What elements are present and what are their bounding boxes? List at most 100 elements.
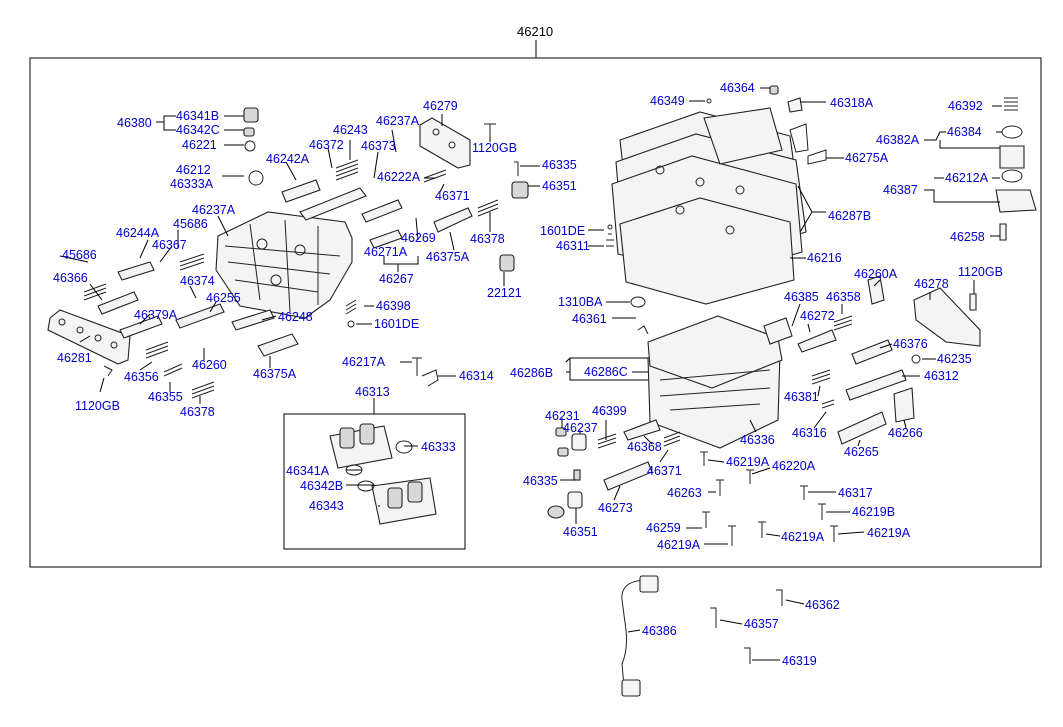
part-label-46382a: 46382A [876,133,920,147]
part-label-46378-left: 46378 [180,405,215,419]
assembly-number-label: 46210 [517,24,553,39]
part-label-46335-bot: 46335 [523,474,558,488]
part-label-1120gb-right: 1120GB [958,265,1003,279]
part-label-46259: 46259 [646,521,681,535]
part-label-46358: 46358 [826,290,861,304]
part-label-46379a: 46379A [134,308,178,322]
part-label-46399: 46399 [592,404,627,418]
part-label-46357: 46357 [744,617,779,631]
leader-lines [59,87,1002,661]
part-label-46378-mid: 46378 [470,232,505,246]
part-label-46313: 46313 [355,385,390,399]
part-label-46342b: 46342B [300,479,343,493]
part-label-46242a: 46242A [266,152,310,166]
part-label-46266: 46266 [888,426,923,440]
part-label-46272: 46272 [800,309,835,323]
part-label-46235: 46235 [937,352,972,366]
part-label-46375a-bot: 46375A [253,367,297,381]
part-label-46287b: 46287B [828,209,871,223]
part-label-1120gb-left: 1120GB [75,399,120,413]
part-label-46269: 46269 [401,231,436,245]
part-label-46271a: 46271A [364,245,408,259]
part-label-46219a-4: 46219A [867,526,911,540]
part-label-46376: 46376 [893,337,928,351]
part-label-46319: 46319 [782,654,817,668]
part-label-46335-top: 46335 [542,158,577,172]
part-label-1601de-right: 1601DE [540,224,585,238]
part-label-46371-bot: 46371 [647,464,682,478]
part-label-46336: 46336 [740,433,775,447]
part-label-46219a-1: 46219A [726,455,770,469]
part-label-46333a: 46333A [170,177,214,191]
part-label-46356: 46356 [124,370,159,384]
part-label-46361: 46361 [572,312,607,326]
part-label-46212: 46212 [176,163,211,177]
part-label-46314: 46314 [459,369,494,383]
part-label-46255: 46255 [206,291,241,305]
part-label-46366: 46366 [53,271,88,285]
part-label-46263: 46263 [667,486,702,500]
part-label-46355: 46355 [148,390,183,404]
part-label-46265: 46265 [844,445,879,459]
part-label-46384: 46384 [947,125,982,139]
left-springs-and-valves [83,107,529,399]
part-label-46386: 46386 [642,624,677,638]
part-label-46375a-mid: 46375A [426,250,470,264]
part-label-46243: 46243 [333,123,368,137]
part-label-46212a: 46212A [945,171,989,185]
part-label-46273: 46273 [598,501,633,515]
part-label-46275a: 46275A [845,151,889,165]
part-number-labels: 46380 46341B 46342C 46221 46212 46333A 4… [53,81,1003,668]
part-label-46311: 46311 [556,239,590,253]
part-label-46392: 46392 [948,99,983,113]
part-label-46231: 46231 [545,409,580,423]
part-label-46318a: 46318A [830,96,874,110]
part-label-46237a-top: 46237A [376,114,420,128]
part-label-46222a: 46222A [377,170,421,184]
part-label-46398: 46398 [376,299,411,313]
part-label-22121: 22121 [487,286,522,300]
part-label-46387: 46387 [883,183,918,197]
part-label-46351-top: 46351 [542,179,577,193]
part-label-46219a-3: 46219A [781,530,825,544]
part-label-46244a: 46244A [116,226,160,240]
part-label-46341b: 46341B [176,109,219,123]
part-label-46317: 46317 [838,486,873,500]
part-label-46281: 46281 [57,351,92,365]
part-label-45686-a: 45686 [173,217,208,231]
part-label-46267: 46267 [379,272,414,286]
part-label-46237a-left: 46237A [192,203,236,217]
part-label-46381: 46381 [784,390,819,404]
part-label-46216: 46216 [807,251,842,265]
part-label-46237: 46237 [563,421,598,435]
part-label-46260-left: 46260 [192,358,227,372]
part-label-46286c: 46286C [584,365,628,379]
part-label-46342c: 46342C [176,123,220,137]
part-label-46351-bot: 46351 [563,525,598,539]
part-label-46258: 46258 [950,230,985,244]
solenoid-valves-part [329,423,437,525]
part-label-46385: 46385 [784,290,819,304]
part-label-1310ba: 1310BA [558,295,603,309]
part-label-46260a: 46260A [854,267,898,281]
part-label-46220a: 46220A [772,459,816,473]
part-label-46219a-2: 46219A [657,538,701,552]
part-label-46362: 46362 [805,598,840,612]
top-bracket-part [419,117,471,169]
part-label-46364: 46364 [720,81,755,95]
part-label-46219b: 46219B [852,505,895,519]
part-label-46286b: 46286B [510,366,553,380]
part-label-46374: 46374 [180,274,215,288]
bottom-center-parts [103,123,838,546]
part-label-46312: 46312 [924,369,959,383]
part-label-46371-top: 46371 [435,189,470,203]
part-label-46279: 46279 [423,99,458,113]
main-valve-body-stack-part [611,107,807,449]
wire-harness-part [621,575,783,697]
part-label-1120gb-top: 1120GB [472,141,517,155]
part-label-45686-b: 45686 [62,248,97,262]
part-label-46333: 46333 [421,440,456,454]
part-label-1601de-mid: 1601DE [374,317,419,331]
part-label-46380: 46380 [117,116,152,130]
